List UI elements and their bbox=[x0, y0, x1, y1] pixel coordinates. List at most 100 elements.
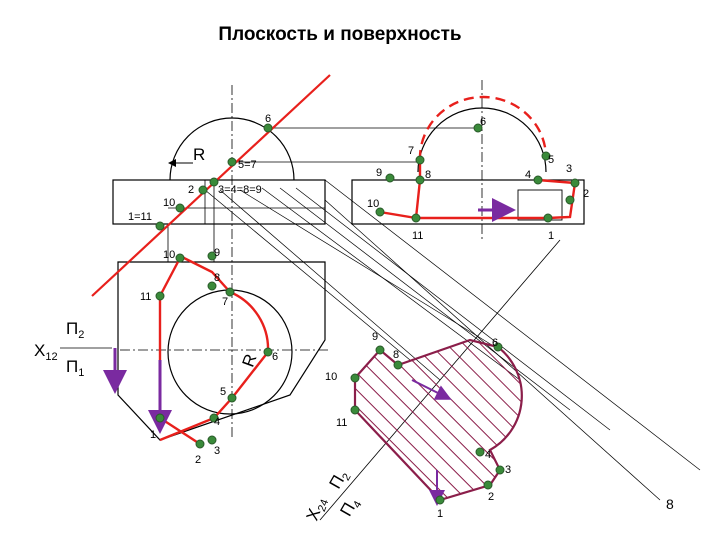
label-top-10: 10 bbox=[163, 249, 175, 261]
pt-side-5 bbox=[541, 151, 551, 161]
label-side-10: 10 bbox=[367, 198, 379, 210]
label-side-3: 3 bbox=[566, 163, 572, 175]
label-top-7: 7 bbox=[222, 296, 228, 308]
pt-sec-8 bbox=[393, 360, 403, 370]
pt-side-4 bbox=[533, 175, 543, 185]
pt-front-6 bbox=[263, 123, 273, 133]
label-side-5: 5 bbox=[548, 154, 554, 166]
pt-top-2 bbox=[195, 439, 205, 449]
pt-sec-1 bbox=[435, 495, 445, 505]
label-pi2: П2 bbox=[66, 319, 84, 341]
label-top-6: 6 bbox=[272, 351, 278, 363]
pt-top-11 bbox=[155, 291, 165, 301]
label-sec-6: 6 bbox=[492, 337, 498, 349]
label-pi4: П4 bbox=[336, 494, 364, 521]
label-front-111: 1=11 bbox=[128, 211, 152, 223]
red-side-profile bbox=[379, 160, 422, 220]
label-r-top: R bbox=[193, 145, 205, 164]
label-sec-11: 11 bbox=[336, 417, 347, 429]
front-base-rect bbox=[112, 179, 326, 225]
pt-front-2 bbox=[198, 185, 208, 195]
label-top-11: 11 bbox=[140, 291, 151, 303]
pt-side-8 bbox=[415, 175, 425, 185]
pt-top-9 bbox=[207, 251, 217, 261]
axis-labels: R R X12 П2 П1 X24 П2 П4 bbox=[34, 145, 365, 524]
side-base-rect bbox=[351, 179, 585, 225]
side-slot bbox=[517, 189, 563, 221]
label-top-1: 1 bbox=[150, 429, 156, 441]
pt-front-3489 bbox=[209, 177, 219, 187]
pt-sec-4 bbox=[475, 447, 485, 457]
pt-side-10 bbox=[375, 207, 385, 217]
label-front-57: 5=7 bbox=[238, 159, 257, 171]
pt-side-7 bbox=[415, 155, 425, 165]
label-sec-10: 10 bbox=[325, 371, 337, 383]
label-pi2b: П2 bbox=[325, 467, 353, 494]
label-r-mid: R bbox=[239, 351, 261, 369]
pt-top-8 bbox=[207, 281, 217, 291]
pt-top-3 bbox=[207, 435, 217, 445]
pt-top-1 bbox=[155, 413, 165, 423]
label-sec-3: 3 bbox=[505, 464, 511, 476]
pt-top-5 bbox=[227, 393, 237, 403]
page-title: Плоскость и поверхность bbox=[218, 24, 462, 45]
label-x12: X12 bbox=[34, 341, 58, 363]
label-front-2: 2 bbox=[188, 184, 194, 196]
pt-side-3 bbox=[570, 178, 580, 188]
label-top-4: 4 bbox=[214, 416, 220, 428]
label-pi1: П1 bbox=[66, 357, 84, 379]
label-x24: X24 bbox=[303, 494, 332, 524]
label-top-9: 9 bbox=[214, 247, 220, 259]
label-side-11: 11 bbox=[412, 230, 423, 242]
label-sec-8: 8 bbox=[393, 349, 399, 361]
pt-side-11 bbox=[411, 213, 421, 223]
label-top-5: 5 bbox=[220, 386, 226, 398]
pt-sec-6 bbox=[493, 342, 503, 352]
pt-top-4 bbox=[209, 413, 219, 423]
side-view bbox=[232, 80, 585, 240]
pt-sec-3 bbox=[495, 465, 505, 475]
label-side-9: 9 bbox=[376, 167, 382, 179]
side-semicircle bbox=[417, 107, 547, 173]
label-side-8: 8 bbox=[425, 169, 431, 181]
cutting-plane-line bbox=[91, 74, 331, 297]
points bbox=[155, 123, 580, 505]
page-number: 8 bbox=[666, 496, 674, 512]
pt-side-2 bbox=[565, 195, 575, 205]
label-side-2: 2 bbox=[583, 188, 589, 200]
red-side-arc bbox=[418, 95, 548, 161]
label-sec-2: 2 bbox=[488, 491, 494, 503]
pt-side-1 bbox=[543, 213, 553, 223]
label-sec-4: 4 bbox=[485, 449, 491, 461]
label-front-3489: 3=4=8=9 bbox=[218, 184, 262, 196]
label-sec-1: 1 bbox=[437, 508, 443, 520]
top-hexagon bbox=[117, 261, 326, 441]
label-front-10: 10 bbox=[163, 197, 175, 209]
label-sec-9: 9 bbox=[372, 331, 378, 343]
pt-sec-2 bbox=[483, 480, 493, 490]
pt-side-6 bbox=[473, 123, 483, 133]
pt-front-111 bbox=[155, 221, 165, 231]
label-front-6: 6 bbox=[265, 113, 271, 125]
pt-top-7 bbox=[225, 287, 235, 297]
section-shape bbox=[353, 338, 523, 502]
pt-front-10 bbox=[175, 203, 185, 213]
pt-front-57 bbox=[227, 157, 237, 167]
label-side-6: 6 bbox=[480, 116, 486, 128]
label-side-7: 7 bbox=[408, 145, 414, 157]
label-top-8: 8 bbox=[214, 272, 220, 284]
pt-side-9 bbox=[385, 173, 395, 183]
pt-sec-9 bbox=[375, 345, 385, 355]
label-side-4: 4 bbox=[525, 169, 531, 181]
pt-top-10 bbox=[175, 253, 185, 263]
pt-sec-10 bbox=[350, 373, 360, 383]
point-labels: 6 5=7 2 3=4=8=9 10 1=11 6 7 9 8 4 5 3 2 … bbox=[128, 113, 589, 520]
red-top-left bbox=[158, 257, 201, 446]
label-top-3: 3 bbox=[214, 445, 220, 457]
pt-top-6 bbox=[263, 347, 273, 357]
label-side-1: 1 bbox=[548, 230, 554, 242]
pt-sec-11 bbox=[350, 405, 360, 415]
label-top-2: 2 bbox=[195, 454, 201, 466]
